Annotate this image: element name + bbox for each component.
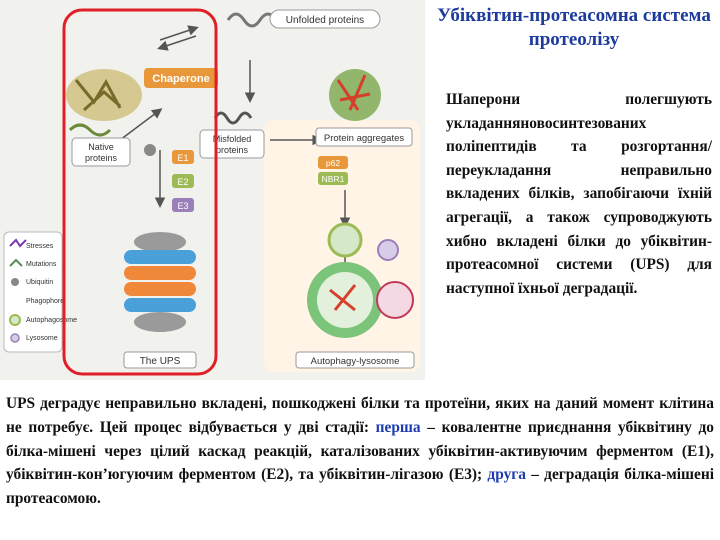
protein-aggregates-text: Protein aggregates [324, 133, 405, 144]
legend-autophagosome: Autophagosome [26, 317, 77, 324]
arrow-icon [159, 25, 199, 41]
e2-text: E2 [177, 177, 188, 187]
protein-aggregate-icon [329, 69, 381, 121]
legend-phagophore: Phagophore [26, 298, 64, 305]
chaperone-text: Chaperone [152, 73, 209, 85]
legend-stresses: Stresses [26, 243, 54, 250]
autophagy-lysosome-text: Autophagy-lysosome [311, 356, 400, 367]
autophagy-lysosome-label [295, 351, 415, 369]
unfolded-proteins-label [269, 9, 381, 29]
ups-highlight-frame [62, 8, 218, 376]
first-stage-term: перша [375, 418, 421, 436]
p62-badge [318, 156, 348, 169]
legend-lysosome: Lysosome [26, 335, 58, 342]
the-ups-label [123, 351, 197, 369]
legend-mutations: Mutations [26, 261, 57, 268]
chaperone-label [144, 68, 218, 88]
unfolded-proteins-text: Unfolded proteins [286, 15, 364, 26]
chaperone-protein-icon [66, 69, 142, 121]
p62-text: p62 [326, 158, 340, 168]
stress-icon [9, 238, 27, 248]
misfolded-protein-icon [213, 111, 253, 125]
arrow-icon [119, 108, 163, 141]
nbr1-badge [318, 172, 348, 185]
e1-text: E1 [177, 153, 188, 163]
second-stage-term: друга [487, 466, 526, 484]
ups-paragraph-intro: UPS деградує неправильно вкладені, пошко… [6, 395, 714, 436]
lysosome-icon [377, 239, 399, 261]
legend: Stresses Mutations Ubiquitin Phagophore … [3, 231, 77, 353]
nbr1-text: NBR1 [322, 174, 345, 184]
proteasome-icon [124, 232, 196, 332]
autophagosome-legend-icon [9, 314, 21, 326]
ubiquitin-icon [144, 144, 156, 156]
legend-ubiquitin: Ubiquitin [26, 279, 53, 286]
native-protein-icon [68, 123, 112, 137]
ups-paragraph: UPS деградує неправильно вкладені, пошко… [6, 392, 714, 511]
chaperone-paragraph: Шаперони полегшують укладанняновосинтезо… [446, 91, 712, 297]
slide-title: Убіквітин-протеасомна система протеолізу [437, 5, 711, 50]
native-proteins-label [71, 137, 131, 167]
e3-text: E3 [177, 201, 188, 211]
ups-paragraph-middle: – ковалентне приєднання убіквітину до бі… [6, 418, 714, 484]
ubiquitin-legend-icon [11, 278, 19, 286]
protein-aggregates-label [315, 127, 413, 147]
lysosome-fusion-icon [376, 281, 414, 319]
autophagosome-icon [327, 222, 363, 258]
ups-paragraph-end: – деградація білка-мішені протеасомою. [6, 466, 715, 508]
mutation-icon [9, 258, 23, 267]
arrow-icon [157, 35, 197, 51]
the-ups-text: The UPS [140, 356, 181, 367]
e1-badge [172, 150, 194, 164]
e2-badge [172, 174, 194, 188]
e3-badge [172, 198, 194, 212]
lysosome-legend-icon [10, 333, 20, 343]
